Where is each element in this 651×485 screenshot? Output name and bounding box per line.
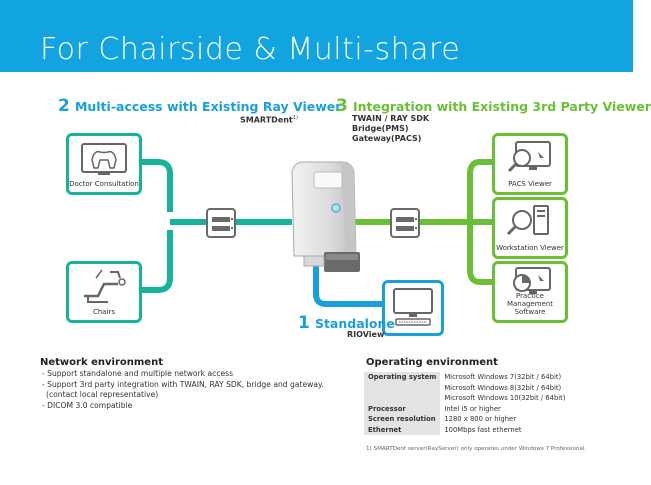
section1-title: Standalone bbox=[314, 316, 395, 331]
workstation-viewer-card[interactable]: Workstation Viewer bbox=[492, 197, 568, 259]
section2-number: 2 bbox=[58, 96, 70, 116]
table-value: Intel i5 or higher bbox=[444, 404, 501, 413]
section2-product: SMARTDent1) bbox=[240, 113, 298, 126]
teal-line-chairs bbox=[138, 230, 173, 293]
header-banner: For Chairside & Multi-share bbox=[0, 0, 633, 72]
network-item: - DICOM 3.0 compatible bbox=[42, 400, 133, 410]
chart-monitor-icon bbox=[513, 267, 551, 294]
practice-management-line1: Practice Management bbox=[506, 292, 554, 308]
page-title: For Chairside & Multi-share bbox=[40, 32, 461, 67]
network-heading: Network environment bbox=[40, 357, 163, 368]
table-key: Ethernet bbox=[364, 424, 441, 435]
table-key bbox=[364, 382, 441, 393]
table-value: 100Mbps fast ethernet bbox=[444, 425, 522, 434]
chairs-card[interactable]: Chairs bbox=[66, 261, 142, 323]
operating-heading: Operating environment bbox=[366, 357, 498, 368]
table-row: Microsoft Windows 10(32bit / 64bit) bbox=[364, 393, 570, 404]
section3-heading: 3 Integration with Existing 3rd Party Vi… bbox=[336, 96, 651, 116]
section1-product: RIOView bbox=[347, 330, 385, 339]
section2-product-name: SMARTDent bbox=[240, 115, 293, 125]
table-key: Operating system bbox=[364, 372, 441, 383]
section2-title: Multi-access with Existing Ray Viewer bbox=[74, 99, 342, 114]
network-item: - Support standalone and multiple networ… bbox=[42, 369, 234, 378]
pacs-viewer-card[interactable]: PACS Viewer bbox=[492, 133, 568, 195]
practice-management-card[interactable]: Practice Management Software bbox=[492, 261, 568, 323]
doctor-consultation-label: Doctor Consultation bbox=[69, 180, 139, 188]
pacs-viewer-label: PACS Viewer bbox=[508, 180, 552, 188]
table-key: Processor bbox=[364, 403, 441, 414]
section3-line: TWAIN / RAY SDK bbox=[352, 114, 430, 123]
practice-management-line2: Software bbox=[514, 308, 546, 316]
network-list: - Support standalone and multiple networ… bbox=[42, 369, 324, 411]
desktop-monitor-icon bbox=[393, 288, 433, 326]
table-value: 1280 x 800 or higher bbox=[444, 415, 516, 423]
section3-line: Bridge(PMS) bbox=[352, 124, 409, 133]
section3-title: Integration with Existing 3rd Party View… bbox=[352, 99, 651, 114]
network-switch-icon bbox=[390, 208, 420, 238]
network-item: (contact local representative) bbox=[46, 390, 159, 399]
section3-line: Gateway(PACS) bbox=[352, 134, 422, 143]
magnifier-server-icon bbox=[506, 205, 549, 236]
chairs-label: Chairs bbox=[92, 308, 116, 316]
section2-heading: 2 Multi-access with Existing Ray Viewer bbox=[58, 96, 341, 116]
blue-line-standalone bbox=[313, 262, 382, 307]
workstation-viewer-label: Workstation Viewer bbox=[496, 244, 564, 252]
practice-management-label: Practice Management Software bbox=[495, 292, 565, 316]
table-row: Microsoft Windows 8(32bit / 64bit) bbox=[364, 382, 570, 393]
teal-line-doctor bbox=[138, 159, 173, 212]
section3-number: 3 bbox=[336, 96, 348, 116]
monitor-dental-icon bbox=[81, 143, 127, 175]
table-value: Microsoft Windows 7(32bit / 64bit) bbox=[444, 373, 562, 381]
scanner-device-icon bbox=[291, 161, 360, 272]
section1-heading: 1 Standalone bbox=[298, 313, 395, 333]
network-switch-icon bbox=[206, 208, 236, 238]
section3-lines: TWAIN / RAY SDK Bridge(PMS) Gateway(PACS… bbox=[352, 114, 429, 144]
table-value: Microsoft Windows 10(32bit / 64bit) bbox=[444, 394, 566, 402]
network-item: - Support 3rd party integration with TWA… bbox=[42, 379, 324, 389]
doctor-consultation-card[interactable]: Doctor Consultation bbox=[66, 133, 142, 195]
section2-product-sup: 1) bbox=[292, 115, 298, 121]
section1-number: 1 bbox=[298, 313, 310, 333]
operating-footnote: 1) SMARTDent server(RayServer) only oper… bbox=[366, 446, 587, 452]
standalone-card[interactable] bbox=[382, 280, 444, 336]
table-key bbox=[364, 393, 441, 404]
dental-chair-icon bbox=[84, 269, 126, 303]
table-key: Screen resolution bbox=[364, 414, 441, 425]
table-value: Microsoft Windows 8(32bit / 64bit) bbox=[444, 383, 562, 392]
magnifier-monitor-icon bbox=[507, 141, 551, 173]
